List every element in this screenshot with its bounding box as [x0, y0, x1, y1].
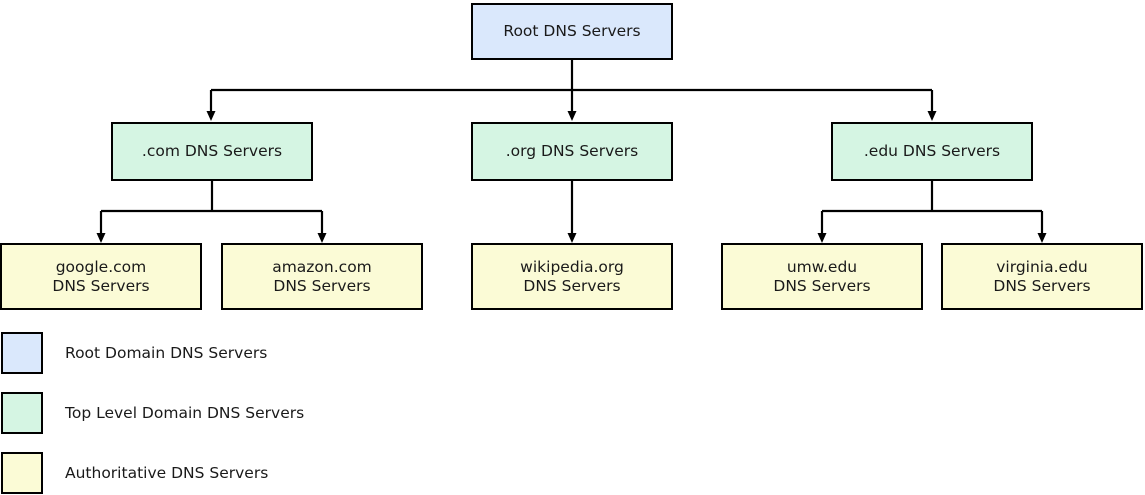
node-amazon-com-dns-servers[interactable]: amazon.com DNS Servers	[221, 243, 423, 310]
legend-swatch-top-level-domain	[1, 392, 43, 434]
edge-root-to-bus	[211, 60, 932, 92]
node-wikipedia-org-dns-servers[interactable]: wikipedia.org DNS Servers	[471, 243, 673, 310]
legend-swatch-root-domain	[1, 332, 43, 374]
node-root-dns-servers[interactable]: Root DNS Servers	[471, 3, 673, 60]
legend-label-authoritative: Authoritative DNS Servers	[65, 464, 269, 482]
node-google-com-dns-servers[interactable]: google.com DNS Servers	[0, 243, 202, 310]
node-com-dns-servers[interactable]: .com DNS Servers	[111, 122, 313, 181]
legend-label-root-domain: Root Domain DNS Servers	[65, 344, 268, 362]
node-umw-edu-dns-servers[interactable]: umw.edu DNS Servers	[721, 243, 923, 310]
edge-com-to-bus	[101, 181, 322, 213]
node-edu-dns-servers[interactable]: .edu DNS Servers	[831, 122, 1033, 181]
edge-edu-to-bus	[822, 181, 1042, 213]
node-org-dns-servers[interactable]: .org DNS Servers	[471, 122, 673, 181]
legend-swatch-authoritative	[1, 452, 43, 494]
legend-label-top-level-domain: Top Level Domain DNS Servers	[65, 404, 305, 422]
legend-item-top-level-domain: Top Level Domain DNS Servers	[1, 392, 304, 434]
node-virginia-edu-dns-servers[interactable]: virginia.edu DNS Servers	[941, 243, 1143, 310]
legend-item-authoritative: Authoritative DNS Servers	[1, 452, 268, 494]
legend-item-root-domain: Root Domain DNS Servers	[1, 332, 267, 374]
